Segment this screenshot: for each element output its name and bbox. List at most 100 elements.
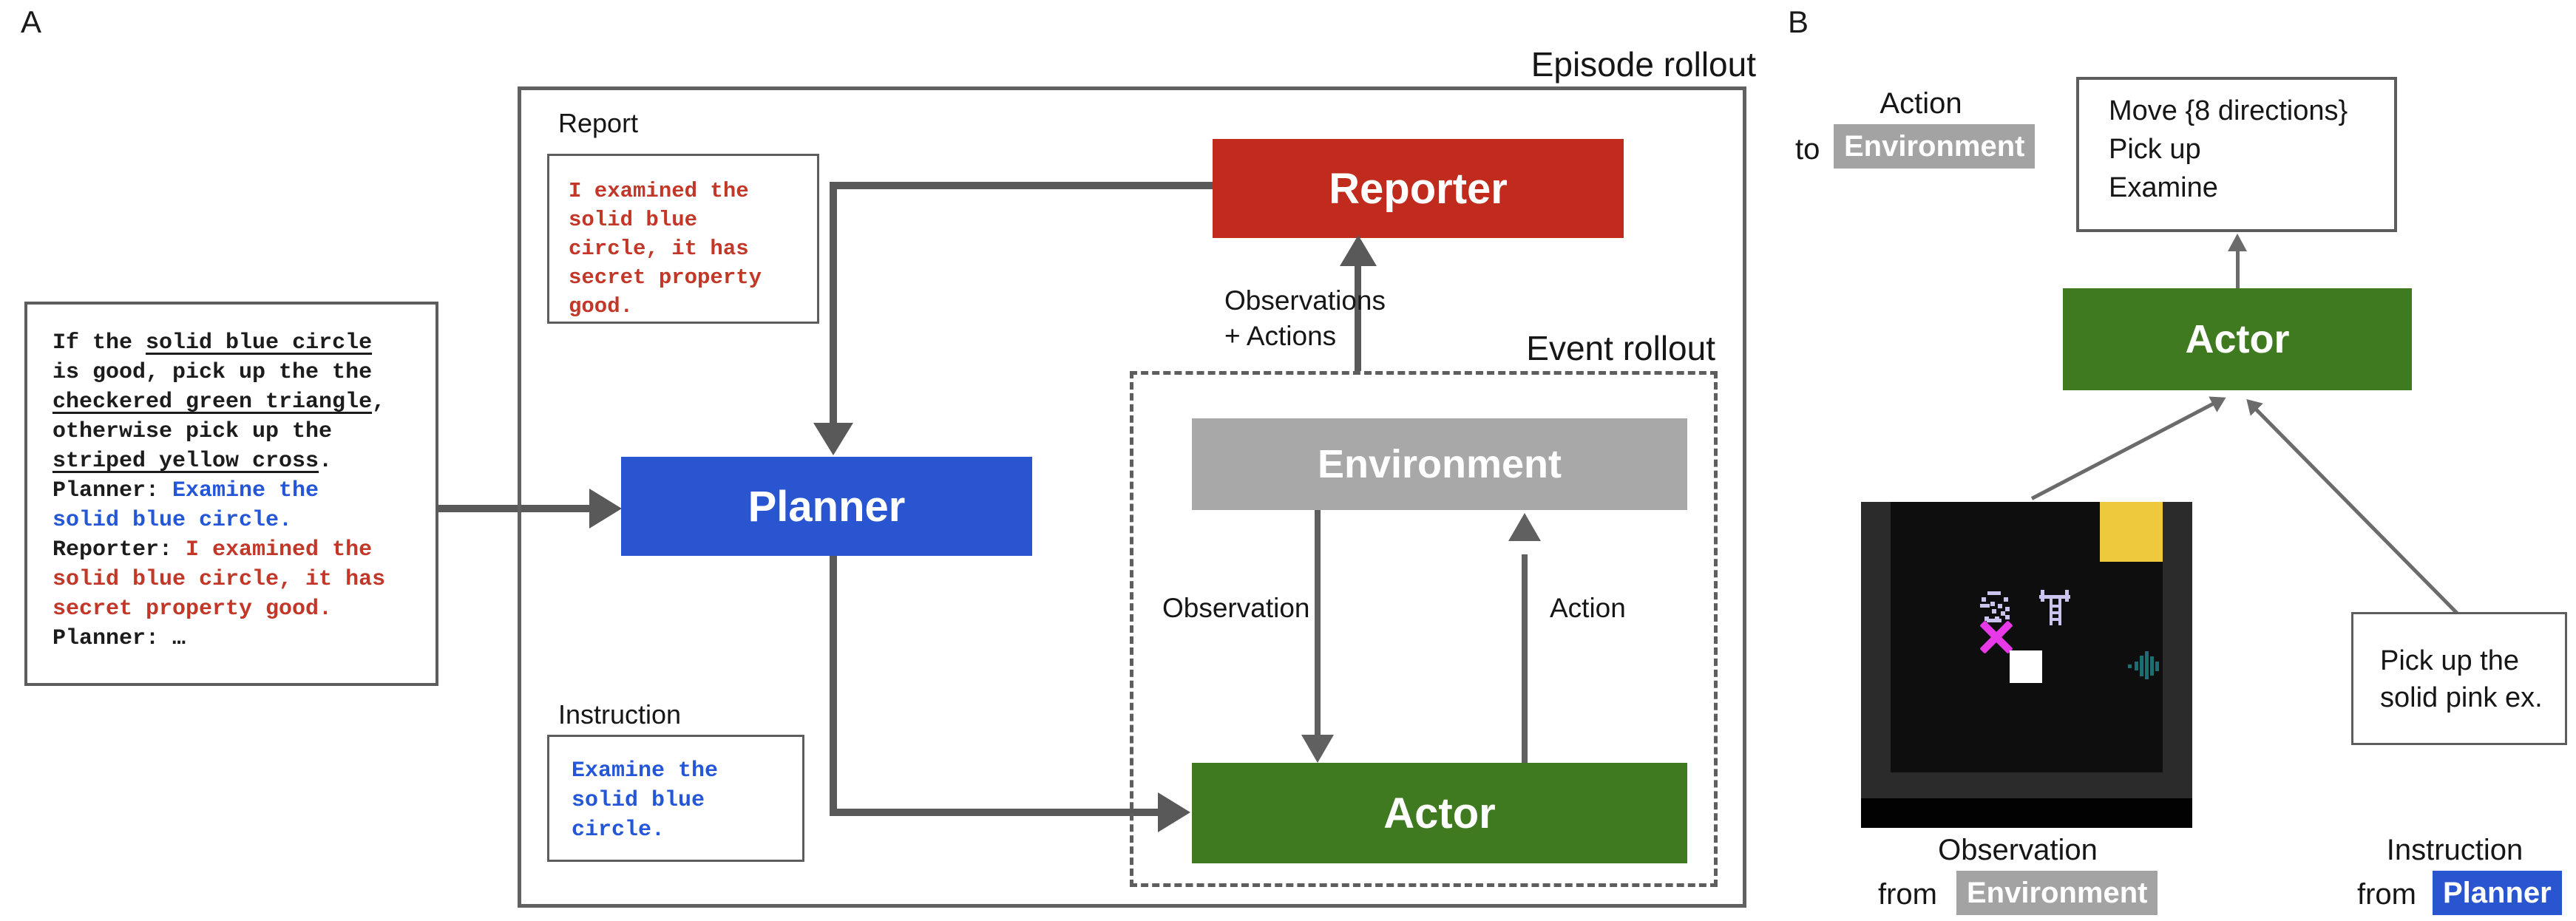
arrow-action-head xyxy=(1508,513,1541,541)
text-line: otherwise pick up the xyxy=(52,417,435,446)
text-line: checkered green triangle, xyxy=(52,387,435,417)
actions-box-text: Move {8 directions} Pick up Examine xyxy=(2109,92,2348,207)
text-line: good. xyxy=(569,294,634,319)
planner-node: Planner xyxy=(621,457,1032,556)
text-line: Planner: … xyxy=(52,624,435,653)
arrow-prompt-to-planner-head xyxy=(589,489,622,529)
text-line: solid blue xyxy=(569,208,698,232)
text-segment: … xyxy=(172,626,186,651)
arrow-actorb-to-actions-line xyxy=(2236,247,2240,288)
arrow-observation-to-actorb xyxy=(2030,389,2230,500)
text-line: Reporter: I examined the xyxy=(52,535,435,565)
action-to-env-title: Action xyxy=(1880,87,1962,120)
text-segment: If the xyxy=(52,330,146,356)
report-box-text: I examined the solid blue circle, it has se… xyxy=(549,156,817,321)
observation-bottom-strip xyxy=(1861,798,2192,828)
text-line: secret property xyxy=(569,265,762,290)
arrow-observation-to-actorb-head xyxy=(2209,389,2230,412)
text-segment: is good, pick up the the xyxy=(52,360,373,385)
dotted-shape-dash xyxy=(1987,619,2002,622)
text-segment: . xyxy=(319,449,333,474)
arrow-events-to-reporter-line xyxy=(1355,262,1361,371)
ladder-seg xyxy=(2050,605,2061,608)
text-segment: I examined the xyxy=(186,537,373,563)
observation-label: Observation xyxy=(1162,593,1310,623)
caption-instruction-from: from xyxy=(2357,878,2416,911)
reporter-node: Reporter xyxy=(1213,139,1624,238)
plus-actions-label: + Actions xyxy=(1224,321,1337,351)
pickup-box-text: Pick up the solid pink ex. xyxy=(2380,642,2543,716)
text-line: circle. xyxy=(572,818,665,843)
caption-instruction-title: Instruction xyxy=(2386,834,2524,866)
teal-bar xyxy=(2145,651,2149,679)
arrow-prompt-to-planner-line xyxy=(437,505,592,512)
pink-x-icon xyxy=(1979,620,2013,654)
teal-bar xyxy=(2150,656,2154,676)
pickup-box: Pick up the solid pink ex. xyxy=(2351,612,2567,745)
ladder-seg xyxy=(2050,611,2061,614)
text-line: solid blue circle. xyxy=(52,506,435,535)
dotted-shape-dots xyxy=(1982,597,1986,602)
caption-observation-title: Observation xyxy=(1938,834,2098,866)
arrow-observation-line xyxy=(1315,510,1321,738)
text-line: Planner: Examine the xyxy=(52,476,435,506)
text-line: is good, pick up the the xyxy=(52,358,435,387)
arrow-instruction-to-actorb xyxy=(2240,392,2464,620)
ladder-seg xyxy=(2039,595,2070,599)
teal-bar xyxy=(2128,665,2132,668)
text-segment: checkered green triangle xyxy=(52,390,373,415)
episode-rollout-box xyxy=(518,86,1746,908)
arrow-reporter-to-planner-head xyxy=(813,423,853,455)
text-segment: , xyxy=(372,390,386,415)
text-line: I examined the xyxy=(569,179,749,203)
text-line: If the solid blue circle xyxy=(52,328,435,358)
text-segment: solid blue circle, it has xyxy=(52,567,386,592)
event-rollout-label: Event rollout xyxy=(1526,329,1715,367)
text-line: solid pink ex. xyxy=(2380,682,2543,713)
teal-bar xyxy=(2135,662,2138,670)
ladder-shape-icon xyxy=(2039,590,2070,625)
text-segment: striped yellow cross xyxy=(52,449,319,474)
text-line: Examine xyxy=(2109,172,2218,203)
dotted-shape-icon xyxy=(1980,591,2011,622)
dotted-shape-dash xyxy=(1980,604,1990,608)
report-label: Report xyxy=(558,108,639,138)
text-line: circle, it has xyxy=(569,237,749,261)
text-segment: Planner: xyxy=(52,626,173,651)
text-line: solid blue circle, it has xyxy=(52,565,435,594)
arrow-planner-to-actor-head xyxy=(1158,792,1190,832)
caption-observation-from: from xyxy=(1878,878,1937,911)
actor-b-node: Actor xyxy=(2063,288,2412,390)
instruction-label: Instruction xyxy=(558,699,682,730)
text-line: Pick up xyxy=(2109,134,2201,165)
caption-observation-chip: Environment xyxy=(1956,871,2158,915)
ladder-seg xyxy=(2050,618,2061,621)
arrow-actorb-to-actions-head xyxy=(2228,234,2247,251)
text-segment: Examine the xyxy=(172,478,319,503)
report-box: I examined the solid blue circle, it has se… xyxy=(547,154,819,324)
arrow-instruction-to-actorb-head xyxy=(2240,392,2263,416)
text-line: striped yellow cross. xyxy=(52,446,435,476)
text-line: Move {8 directions} xyxy=(2109,95,2348,126)
text-line: solid blue xyxy=(572,788,705,813)
text-segment: Reporter: xyxy=(52,537,186,563)
white-square-icon xyxy=(2010,650,2042,683)
arrow-reporter-to-planner-hline xyxy=(830,182,1213,189)
text-segment: Planner: xyxy=(52,478,173,503)
text-segment: otherwise pick up the xyxy=(52,419,333,444)
actor-node: Actor xyxy=(1192,763,1687,863)
caption-instruction-chip: Planner xyxy=(2433,871,2562,915)
arrow-events-to-reporter-head xyxy=(1340,235,1377,266)
arrow-reporter-to-planner-vline xyxy=(830,182,837,427)
text-line: Examine the xyxy=(572,758,719,784)
environment-node: Environment xyxy=(1192,418,1687,510)
arrow-action-line xyxy=(1522,554,1528,763)
text-line: Pick up the xyxy=(2380,645,2519,676)
teal-bar xyxy=(2155,662,2159,671)
yellow-block xyxy=(2100,502,2163,562)
arrow-planner-to-actor-vline xyxy=(830,556,837,816)
text-segment: secret property good. xyxy=(52,597,333,622)
event-rollout-box xyxy=(1130,371,1718,887)
